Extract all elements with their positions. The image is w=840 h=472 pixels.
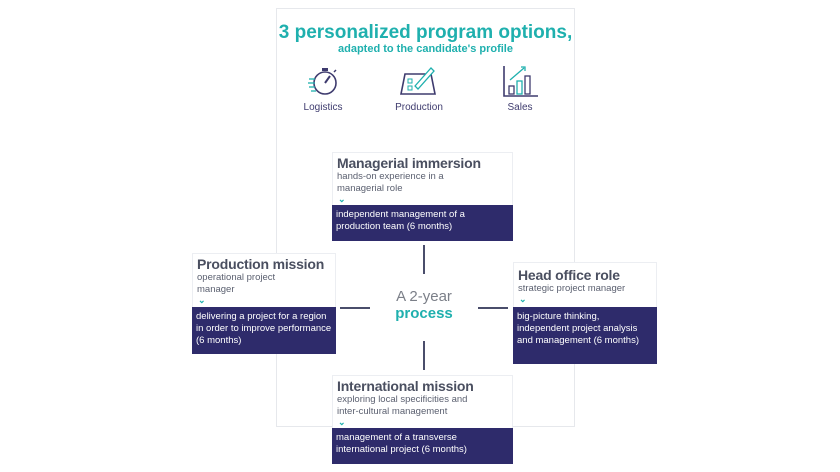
connector-bottom — [423, 341, 425, 370]
card-subtitle: exploring local specificities and inter-… — [337, 394, 468, 417]
option-label: Sales — [507, 102, 533, 113]
stopwatch-icon — [308, 68, 337, 95]
pen-checklist-icon — [400, 67, 436, 95]
card-title: International mission — [337, 378, 474, 394]
bar-chart-icon — [503, 66, 538, 97]
center-line2: process — [395, 305, 453, 322]
card-detail: delivering a project for a region in ord… — [192, 307, 336, 354]
card-head-office-role: Head office role strategic project manag… — [513, 262, 657, 364]
chevron-down-icon: ⌄ — [338, 417, 346, 427]
option-production: Production — [379, 64, 459, 113]
connector-right — [478, 307, 508, 309]
option-label: Production — [395, 102, 443, 113]
card-managerial-immersion: Managerial immersion hands-on experience… — [332, 152, 513, 241]
card-subtitle: hands-on experience in a managerial role — [337, 171, 444, 194]
option-label: Logistics — [303, 102, 343, 113]
card-detail: big-picture thinking, independent projec… — [513, 307, 657, 364]
center-line1: A 2-year — [396, 288, 452, 305]
option-logistics: Logistics — [283, 64, 363, 113]
card-subtitle: operational project manager — [197, 272, 276, 295]
chevron-down-icon: ⌄ — [519, 294, 527, 304]
chevron-down-icon: ⌄ — [338, 194, 346, 204]
center-label: A 2-year process — [370, 288, 478, 322]
card-production-mission: Production mission operational project m… — [192, 253, 336, 354]
card-detail: management of a transverse international… — [332, 428, 513, 464]
card-title: Managerial immersion — [337, 155, 481, 171]
card-detail: independent management of a production t… — [332, 205, 513, 241]
chevron-down-icon: ⌄ — [198, 295, 206, 305]
card-title: Head office role — [518, 267, 620, 283]
card-subtitle: strategic project manager — [518, 283, 626, 294]
connector-top — [423, 245, 425, 274]
main-title: 3 personalized program options, — [278, 22, 573, 43]
connector-left — [340, 307, 370, 309]
card-title: Production mission — [197, 256, 325, 272]
card-international-mission: International mission exploring local sp… — [332, 375, 513, 464]
main-subtitle: adapted to the candidate's profile — [338, 43, 513, 55]
option-sales: Sales — [480, 64, 560, 113]
